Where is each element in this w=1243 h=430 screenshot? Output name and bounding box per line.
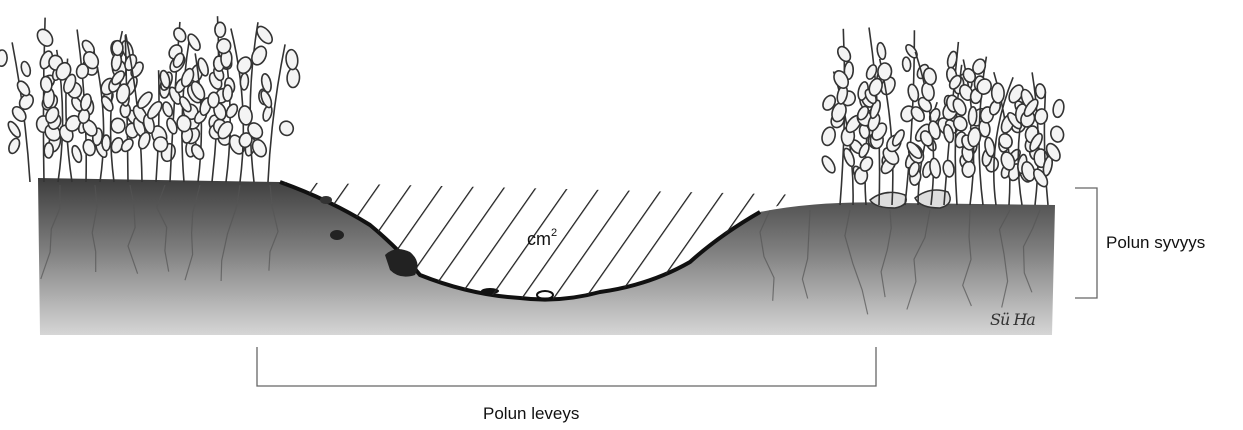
leaf: [278, 119, 296, 137]
leaf: [820, 126, 837, 147]
width-bracket: [257, 347, 876, 386]
leaf: [942, 160, 955, 178]
leaf: [34, 26, 55, 49]
leaf: [820, 154, 838, 175]
leaf: [0, 50, 8, 67]
leaf: [902, 57, 911, 72]
vegetation-right: [820, 28, 1065, 206]
leaf: [208, 92, 220, 108]
artist-signature: Sü Ha: [990, 310, 1035, 329]
leaf: [20, 60, 32, 77]
leaf: [929, 158, 942, 179]
leaf: [102, 135, 110, 151]
leaf: [161, 101, 174, 118]
leaf: [240, 73, 249, 90]
trail-depth-label: Polun syvyys: [1106, 233, 1205, 253]
leaf: [835, 44, 853, 63]
leaf: [172, 26, 189, 44]
leaf: [877, 63, 892, 81]
leaf: [7, 137, 22, 155]
depth-bracket: [1075, 188, 1097, 298]
leaf: [991, 83, 1004, 103]
trail-area-label: cm2: [527, 229, 557, 250]
leaf: [285, 49, 299, 70]
vegetation-left: [0, 16, 300, 182]
leaf: [70, 145, 83, 164]
leaf: [112, 41, 123, 56]
leaf: [224, 102, 239, 119]
leaf: [110, 117, 126, 134]
stone: [330, 230, 344, 240]
leaf: [6, 120, 22, 139]
trail-width-label: Polun leveys: [483, 404, 579, 424]
leaf: [287, 68, 300, 88]
leaf: [259, 89, 274, 109]
leaf: [223, 85, 232, 101]
leaf: [215, 22, 226, 37]
leaf: [237, 105, 253, 126]
area-superscript: 2: [551, 227, 557, 239]
leaf: [1052, 99, 1065, 118]
leaf: [44, 143, 54, 159]
shrub-stem: [250, 22, 258, 182]
leaf: [876, 42, 887, 60]
leaf: [968, 107, 977, 126]
leaf: [907, 83, 921, 102]
leaf: [1049, 125, 1065, 143]
leaf: [153, 137, 168, 152]
